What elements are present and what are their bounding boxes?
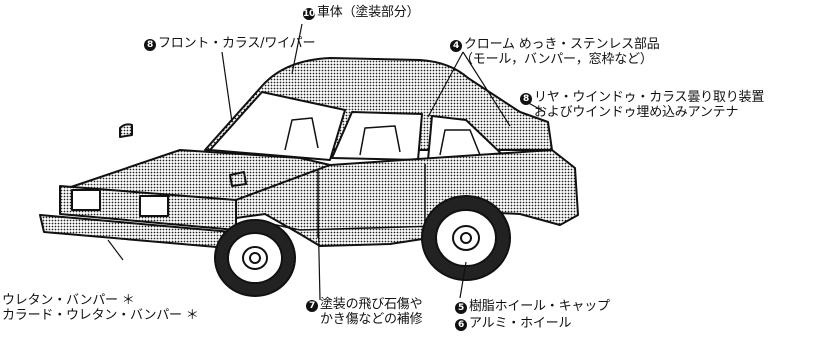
car-illustration	[39, 57, 579, 249]
label-resin-wheel-text: 樹脂ホイール・キャップ	[469, 299, 610, 314]
number-badge: 8	[144, 39, 156, 51]
label-chips-line1: 塗装の飛び石傷や	[320, 297, 423, 312]
wheel-rear	[421, 195, 511, 281]
label-body-text: 車体（塗装部分）	[317, 5, 420, 20]
number-badge: 7	[306, 300, 318, 312]
number-badge: 10	[303, 8, 316, 20]
number-badge: 8	[520, 93, 532, 105]
label-bumper-line1: ウレタン・バンパー ＊	[2, 293, 135, 308]
label-alu-wheel-text: アルミ・ホイール	[469, 316, 572, 331]
label-bumper-line2: カラード・ウレタン・バンパー ＊	[2, 308, 199, 323]
wheel-front	[214, 219, 296, 297]
label-chips-line2: かき傷などの補修	[320, 312, 423, 327]
label-front-glass-text: フロント・カラス/ワイパー	[158, 36, 316, 51]
number-badge: 4	[450, 40, 462, 52]
label-chrome-line2: （モール，バンパー，窓枠など）	[460, 52, 653, 67]
label-rear-window-line2: およびウインドゥ埋め込みアンテナ	[534, 105, 739, 120]
label-chrome-line1: クローム めっき・ステンレス部品	[464, 37, 660, 52]
label-rear-window-line1: リヤ・ウインドゥ・カラス曇り取り装置	[534, 90, 765, 105]
number-badge: 5	[455, 302, 467, 314]
label-bumper: ウレタン・バンパー ＊ カラード・ウレタン・バンパー ＊	[2, 293, 199, 323]
car-wheels	[214, 195, 511, 297]
number-badge: 6	[455, 319, 467, 331]
